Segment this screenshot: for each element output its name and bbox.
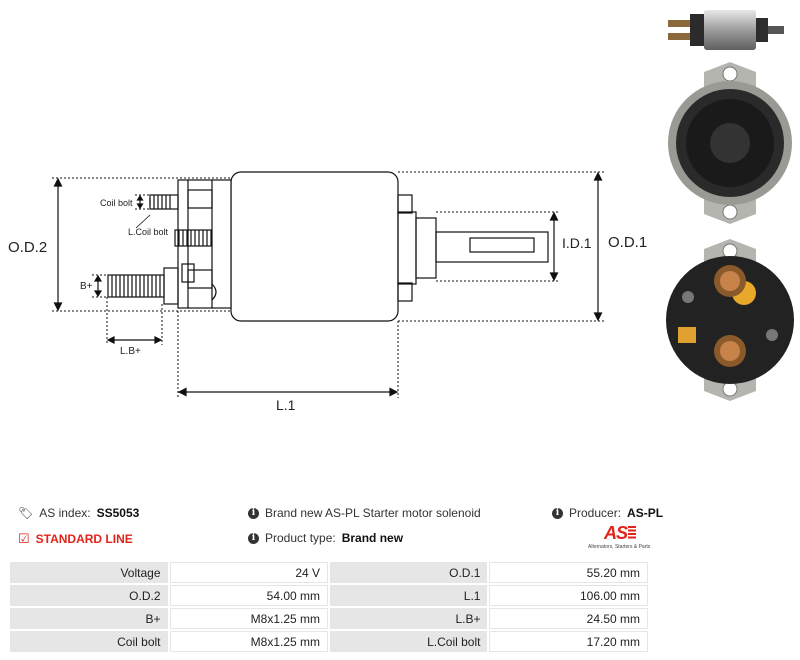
solenoid-side-photo — [668, 10, 784, 50]
spec-key: L.B+ — [330, 608, 488, 629]
lbplus-label: L.B+ — [120, 346, 141, 357]
info-icon: i — [248, 532, 259, 544]
description: i Brand new AS-PL Starter motor solenoid — [248, 506, 481, 520]
spec-key: L.Coil bolt — [330, 631, 488, 652]
solenoid-technical-drawing: O.D.2 O.D.1 I.D.1 L.1 B+ L.B+ Coil bolt … — [8, 171, 647, 413]
od1-label: O.D.1 — [608, 234, 647, 251]
spec-key: Coil bolt — [10, 631, 168, 652]
description-text: Brand new AS-PL Starter motor solenoid — [265, 506, 481, 520]
product-type-label: Product type: — [265, 531, 336, 545]
spec-value: 24 V — [169, 562, 329, 583]
solenoid-back-photo — [668, 62, 792, 224]
spec-value: 106.00 mm — [489, 585, 648, 606]
product-line: ☑ STANDARD LINE — [18, 531, 133, 547]
as-index-label: AS index: — [39, 506, 91, 520]
producer-value: AS-PL — [627, 506, 664, 520]
table-row: B+ M8x1.25 mm L.B+ 24.50 mm — [10, 608, 648, 629]
l-coil-bolt-label: L.Coil bolt — [128, 227, 169, 237]
logo-mark: AS — [604, 523, 628, 543]
table-row: Voltage 24 V O.D.1 55.20 mm — [10, 562, 648, 583]
producer-logo: AS Alternators, Starters & Parts — [588, 523, 650, 553]
info-icon: i — [552, 507, 563, 519]
solenoid-front-photo — [666, 239, 794, 401]
id1-label: I.D.1 — [562, 235, 592, 251]
product-line-label: STANDARD LINE — [35, 532, 133, 546]
tag-icon: 🏷︎ — [18, 506, 34, 520]
l1-label: L.1 — [276, 397, 296, 413]
producer-label: Producer: — [569, 506, 622, 520]
spec-value: M8x1.25 mm — [169, 631, 329, 652]
spec-key: L.1 — [330, 585, 488, 606]
od2-label: O.D.2 — [8, 239, 47, 256]
spec-key: O.D.1 — [330, 562, 488, 583]
spec-value: 24.50 mm — [489, 608, 648, 629]
spec-key: O.D.2 — [10, 585, 168, 606]
bplus-label: B+ — [80, 281, 93, 292]
info-icon: i — [248, 507, 259, 519]
table-row: O.D.2 54.00 mm L.1 106.00 mm — [10, 585, 648, 606]
as-index: 🏷︎ AS index: SS5053 — [18, 506, 139, 520]
logo-stripes-icon — [628, 526, 636, 540]
spec-value: 54.00 mm — [169, 585, 329, 606]
logo-tagline: Alternators, Starters & Parts — [588, 544, 651, 550]
checkbox-icon: ☑ — [18, 531, 30, 546]
spec-key: B+ — [10, 608, 168, 629]
spec-table: Voltage 24 V O.D.1 55.20 mm O.D.2 54.00 … — [8, 560, 650, 654]
producer: i Producer: AS-PL — [552, 506, 663, 520]
product-type-value: Brand new — [341, 531, 404, 545]
coil-bolt-label: Coil bolt — [100, 198, 133, 208]
spec-value: 55.20 mm — [489, 562, 648, 583]
spec-value: 17.20 mm — [489, 631, 648, 652]
table-row: Coil bolt M8x1.25 mm L.Coil bolt 17.20 m… — [10, 631, 648, 652]
product-type: i Product type: Brand new — [248, 531, 403, 545]
spec-value: M8x1.25 mm — [169, 608, 329, 629]
as-index-value: SS5053 — [96, 506, 140, 520]
spec-key: Voltage — [10, 562, 168, 583]
